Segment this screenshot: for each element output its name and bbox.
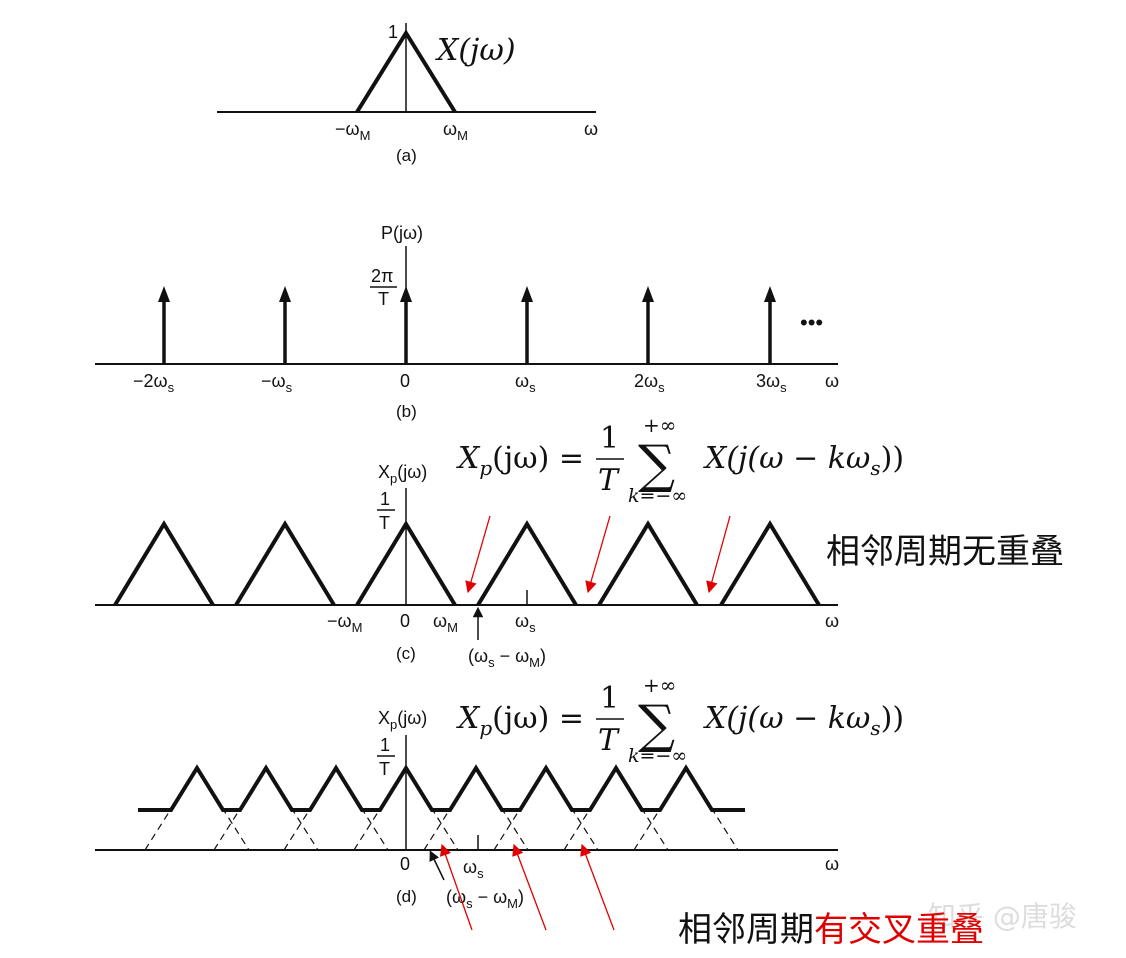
panel-b-tick-label: 2ωs: [634, 371, 665, 395]
panel-d-tick-s: ωs: [463, 857, 484, 881]
panel-c: Xp(jω) 1 T −ωM 0 ωM ωs (ωs − ωM) ω (c) X…: [95, 413, 904, 670]
formula-rhs: X(j(ω − kωs)): [703, 441, 904, 480]
panel-d-axis-label: ω: [825, 854, 839, 874]
panel-c-title: Xp(jω): [378, 462, 427, 486]
note-overlap-black: 相邻周期: [678, 910, 814, 950]
panel-a: 1 X(jω) −ωM ωM ω (a): [217, 22, 598, 165]
panel-b-title: P(jω): [381, 223, 423, 243]
panel-b-tick-label: −ωs: [261, 371, 293, 395]
panel-c-formula: Xp(jω) = 1 T +∞ ∑ k=−∞ X(j(ω − kωs)): [456, 413, 904, 507]
panel-b-tick-label: 0: [400, 371, 410, 391]
replica-triangle: [113, 520, 215, 607]
panel-a-tick-neg: −ωM: [335, 119, 370, 143]
impulse-arrowhead: [158, 286, 170, 302]
panel-b-height-den: T: [378, 289, 389, 309]
sigma-icon: ∑: [638, 695, 675, 755]
panel-a-tick-pos: ωM: [443, 119, 468, 143]
panel-d-red-arrows: [439, 843, 615, 931]
aliased-spectrum: [138, 764, 745, 812]
impulse-arrowhead: [279, 286, 291, 302]
impulse-arrowhead: [400, 286, 412, 302]
watermark: 知乎 @唐骏: [928, 900, 1077, 933]
impulse-arrowhead: [764, 286, 776, 302]
panel-c-tick-s: ωs: [515, 611, 536, 635]
formula-frac-num: 1: [600, 421, 619, 456]
panel-d-ws-minus-wm-marker: [429, 850, 445, 881]
sigma-icon: ∑: [638, 435, 675, 495]
panel-a-axis-label: ω: [584, 119, 598, 139]
panel-d-marker-label: (ωs − ωM): [446, 887, 524, 911]
formula-frac-den: T: [598, 723, 620, 758]
impulse-arrowhead: [642, 286, 654, 302]
formula-sum-top: +∞: [643, 413, 676, 437]
red-arrow: [585, 515, 611, 594]
panel-d-caption: (d): [396, 887, 417, 906]
panel-b-tick-label: 3ωs: [756, 371, 787, 395]
formula-frac-den: T: [598, 463, 620, 498]
replica-triangle: [597, 520, 699, 607]
panel-d-tick-zero: 0: [400, 854, 410, 874]
panel-b-tick-label: −2ωs: [133, 371, 175, 395]
panel-a-peak-label: 1: [388, 22, 398, 42]
panel-d-height-den: T: [379, 759, 390, 779]
replica-triangle: [719, 520, 821, 607]
formula-sum-bottom: k=−∞: [628, 485, 687, 507]
replica-triangle: [355, 520, 457, 607]
panel-a-spectrum-triangle: [355, 29, 457, 114]
panel-a-caption: (a): [396, 146, 417, 165]
red-arrow: [439, 843, 473, 931]
formula-lhs: Xp(jω) =: [456, 701, 584, 740]
panel-c-marker-label: (ωs − ωM): [468, 646, 546, 670]
panel-d-formula: Xp(jω) = 1 T +∞ ∑ k=−∞ X(j(ω − kωs)): [456, 673, 904, 767]
formula-sum-top: +∞: [643, 673, 676, 697]
panel-c-axis-label: ω: [825, 611, 839, 631]
panel-a-title: X(jω): [435, 33, 516, 68]
panel-c-tick-zero: 0: [400, 611, 410, 631]
replica-triangle: [234, 520, 336, 607]
impulse-arrowhead: [521, 286, 533, 302]
panel-b-tick-label: ωs: [515, 371, 536, 395]
formula-rhs: X(j(ω − kωs)): [703, 701, 904, 740]
note-overlap-red: 有交叉重叠: [814, 910, 984, 950]
panel-b-ellipsis: •••: [800, 310, 823, 335]
note-overlap: 相邻周期有交叉重叠: [678, 902, 984, 951]
panel-d-replicas: [138, 764, 745, 851]
red-arrow: [580, 843, 615, 931]
red-arrow: [512, 843, 547, 931]
replica-triangle: [476, 520, 578, 607]
panel-b-caption: (b): [396, 402, 417, 421]
formula-frac-num: 1: [600, 681, 619, 716]
panel-c-tick-neg: −ωM: [327, 611, 362, 635]
panel-c-caption: (c): [396, 644, 416, 663]
panel-b-impulse-train: [158, 286, 776, 364]
red-arrow: [706, 515, 731, 594]
note-no-overlap: 相邻周期无重叠: [826, 532, 1064, 572]
panel-c-height-num: 1: [380, 489, 390, 509]
panel-b: P(jω) 2π T ••• −2ωs −ωs 0 ωs 2ωs 3ωs ω (…: [95, 223, 839, 421]
panel-b-axis-label: ω: [825, 371, 839, 391]
formula-sum-bottom: k=−∞: [628, 745, 687, 767]
panel-c-replicas: [113, 520, 821, 607]
formula-lhs: Xp(jω) =: [456, 441, 584, 480]
panel-c-height-den: T: [379, 513, 390, 533]
panel-d-title: Xp(jω): [378, 708, 427, 732]
red-arrow: [465, 515, 491, 594]
panel-c-red-arrows: [465, 515, 731, 594]
panel-b-height-num: 2π: [371, 266, 393, 286]
panel-c-tick-pos: ωM: [433, 611, 458, 635]
panel-d-height-num: 1: [380, 735, 390, 755]
panel-d: Xp(jω) 1 T 0 ωs (ωs − ωM) ω (d) Xp(jω) =…: [95, 673, 904, 931]
